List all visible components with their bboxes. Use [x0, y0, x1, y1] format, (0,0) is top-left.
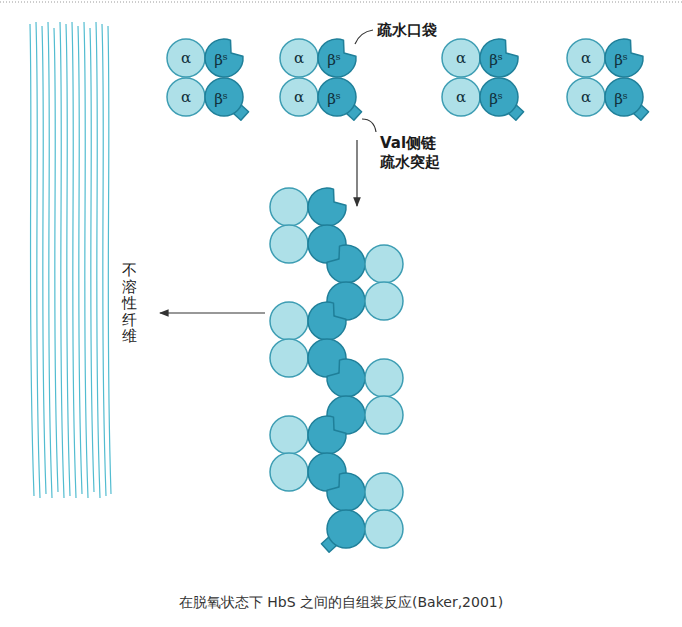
subunit-label: α: [456, 51, 466, 66]
subunit-label: βˢ: [614, 92, 628, 107]
subunit-label: α: [581, 51, 591, 66]
alpha-subunit: α: [280, 39, 318, 77]
beta-s-subunit: βˢ: [480, 39, 518, 77]
beta-s-subunit: βˢ: [318, 39, 356, 77]
border-dots: [0, 2, 682, 3]
leader-line: [362, 119, 376, 132]
subunit-label: βˢ: [214, 53, 228, 68]
beta-s-subunit: βˢ: [205, 39, 243, 77]
subunit-label: βˢ: [489, 92, 503, 107]
polymerize-arrow: [356, 140, 357, 206]
beta-s-subunit: βˢ: [605, 78, 643, 116]
subunit-label: α: [456, 90, 466, 105]
subunit-label: α: [181, 90, 191, 105]
alpha-subunit: α: [167, 78, 205, 116]
subunit-label: βˢ: [489, 53, 503, 68]
alpha-subunit: α: [567, 78, 605, 116]
beta-s-subunit: βˢ: [205, 78, 243, 116]
callout-label: 疏水口袋: [377, 21, 437, 40]
subunit-label: βˢ: [327, 92, 341, 107]
insoluble-fibers: [30, 22, 111, 498]
subunit-label: α: [181, 51, 191, 66]
beta-s-subunit: βˢ: [605, 39, 643, 77]
subunit-label: α: [294, 90, 304, 105]
beta-s-subunit: βˢ: [318, 78, 356, 116]
alpha-subunit: α: [442, 78, 480, 116]
subunit-label: βˢ: [214, 92, 228, 107]
hbs-polymer-chain: [270, 188, 403, 552]
alpha-subunit: α: [567, 39, 605, 77]
fiber-label: 不溶性纤维: [122, 262, 137, 345]
fiber-arrow: [160, 312, 265, 313]
subunit-label: βˢ: [614, 53, 628, 68]
beta-s-subunit: βˢ: [480, 78, 518, 116]
figure-caption: 在脱氧状态下 HbS 之间的自组装反应(Baker,2001): [0, 594, 682, 612]
subunit-label: α: [581, 90, 591, 105]
alpha-subunit: α: [442, 39, 480, 77]
subunit-label: βˢ: [327, 53, 341, 68]
alpha-subunit: α: [280, 78, 318, 116]
leader-line: [355, 30, 373, 44]
subunit-label: α: [294, 51, 304, 66]
callout-label: Val侧链 疏水突起: [380, 134, 440, 172]
alpha-subunit: α: [167, 39, 205, 77]
